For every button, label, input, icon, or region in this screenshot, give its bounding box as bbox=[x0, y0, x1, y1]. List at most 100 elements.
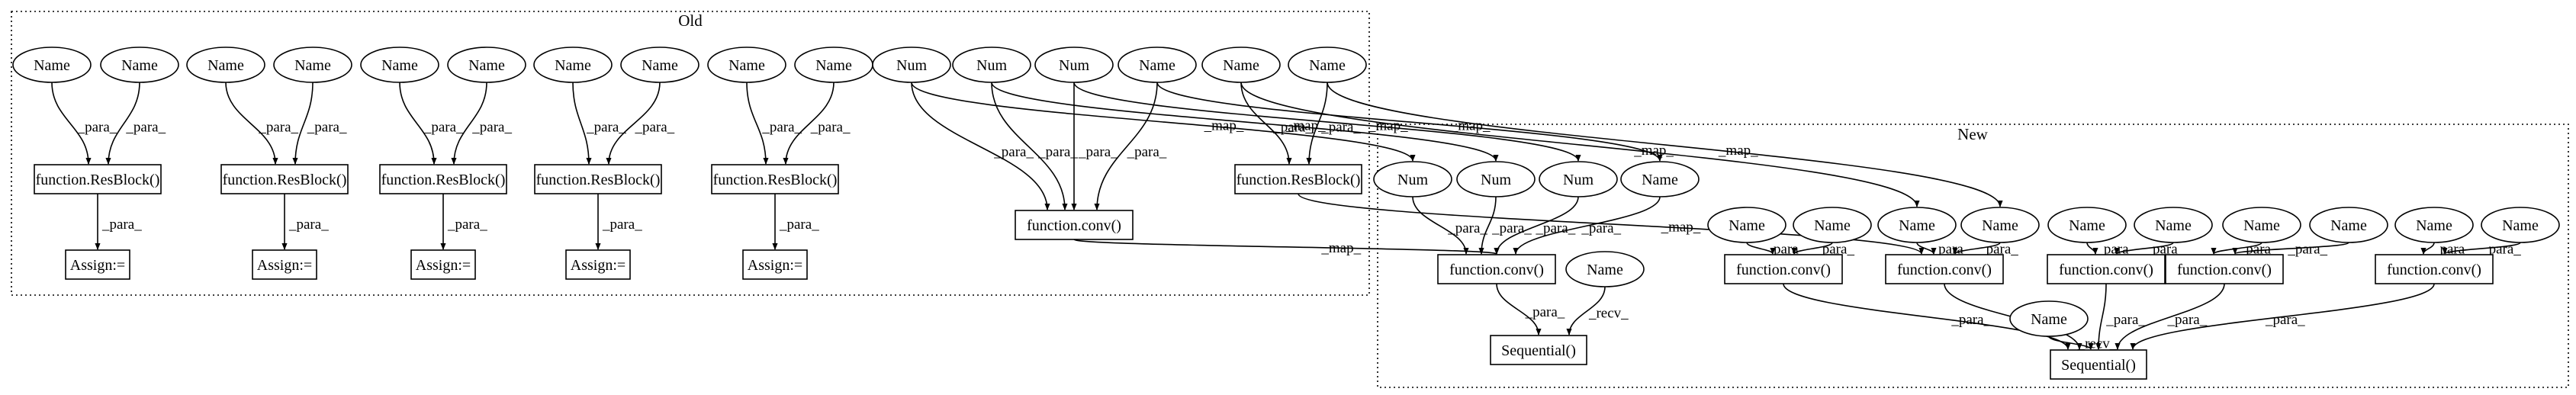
node-oR3: function.ResBlock() bbox=[379, 164, 507, 194]
node-nN2: Name bbox=[1707, 207, 1786, 243]
node-oNum1: Num bbox=[872, 47, 951, 83]
edge-label-para: _para_ bbox=[1078, 144, 1118, 160]
node-box bbox=[1234, 164, 1362, 194]
cluster-new-label: New bbox=[1957, 125, 1988, 143]
node-label: function.conv() bbox=[2387, 262, 2481, 278]
edge-oR3-oA3: _para_ bbox=[440, 194, 487, 250]
node-nConvF: function.conv() bbox=[2375, 254, 2494, 284]
node-oA5: Assign:= bbox=[742, 249, 808, 280]
edge-line bbox=[606, 82, 661, 165]
node-ellipse bbox=[1456, 161, 1536, 198]
edge-label-para: _para_ bbox=[471, 119, 512, 135]
edge-oN1-oR1: _para_ bbox=[51, 82, 117, 165]
node-label: function.ResBlock() bbox=[381, 172, 506, 188]
node-box bbox=[534, 164, 662, 194]
cluster-new: New bbox=[1377, 124, 2569, 388]
edge-line bbox=[1478, 196, 1497, 255]
edge-oN13-nN5: _map_ bbox=[1327, 82, 2003, 207]
node-nConvE: function.conv() bbox=[2165, 254, 2284, 284]
edge-label-para: _para_ bbox=[101, 217, 142, 233]
edge-label-para: _para_ bbox=[2265, 312, 2305, 328]
node-oN1: Name bbox=[12, 47, 92, 83]
node-oNum3: Num bbox=[1034, 47, 1114, 83]
node-label: Name bbox=[1139, 57, 1175, 74]
node-nN6: Name bbox=[2047, 207, 2127, 243]
edge-nConvF-nSeq2: _para_ bbox=[2130, 283, 2435, 350]
node-oConv: function.conv() bbox=[1015, 210, 1134, 240]
node-nNrecv2: Name bbox=[2009, 300, 2089, 337]
edge-label-para: _para_ bbox=[586, 119, 626, 135]
edge-line bbox=[1412, 196, 1469, 255]
node-label: Sequential() bbox=[2061, 357, 2136, 374]
node-label: Name bbox=[294, 57, 331, 74]
node-label: Name bbox=[121, 57, 158, 74]
edge-label-para: _para_ bbox=[125, 119, 166, 135]
edge-oN5-oR3: _para_ bbox=[399, 82, 464, 165]
node-nNum2: Num bbox=[1456, 161, 1536, 198]
node-label: Assign:= bbox=[257, 257, 312, 274]
edge-nN3-nConvB: _para_ bbox=[1791, 242, 1854, 258]
node-box bbox=[2165, 254, 2284, 284]
edge-oN4-oR2: _para_ bbox=[292, 82, 347, 165]
edge-label-para: _para_ bbox=[1447, 220, 1487, 236]
edge-label-map: _map_ bbox=[1285, 117, 1326, 133]
edge-label-para: _para_ bbox=[2287, 242, 2327, 258]
node-nN3: Name bbox=[1793, 207, 1872, 243]
edge-line bbox=[2130, 283, 2435, 350]
edge-line bbox=[51, 82, 92, 165]
node-label: Name bbox=[1899, 217, 1935, 234]
node-oA4: Assign:= bbox=[565, 249, 631, 280]
node-nN10: Name bbox=[2394, 207, 2474, 243]
edge-line bbox=[572, 82, 592, 165]
edge-line bbox=[1306, 82, 1328, 165]
edge-label-para: _para_ bbox=[2481, 242, 2521, 258]
edge-line bbox=[1494, 196, 1579, 255]
edge-label-para: _para_ bbox=[1037, 144, 1078, 160]
node-ellipse bbox=[1118, 47, 1197, 83]
node-label: Name bbox=[1814, 217, 1851, 234]
edge-oN3-oR2: _para_ bbox=[225, 82, 299, 165]
edge-label-para: _para_ bbox=[1127, 144, 1167, 160]
edge-line bbox=[1327, 82, 2003, 207]
node-ellipse bbox=[1620, 161, 1700, 198]
node-ellipse bbox=[1034, 47, 1114, 83]
node-label: Num bbox=[1481, 172, 1511, 188]
node-box bbox=[711, 164, 839, 194]
node-label: Sequential() bbox=[1501, 342, 1576, 359]
edge-oN10-oR5: _para_ bbox=[783, 82, 851, 165]
node-label: Name bbox=[642, 57, 678, 74]
edge-label-para: _para_ bbox=[307, 119, 347, 135]
edge-label-para: _para_ bbox=[1536, 220, 1576, 236]
node-box bbox=[1437, 254, 1556, 284]
node-box bbox=[1724, 254, 1843, 284]
node-ellipse bbox=[1373, 161, 1452, 198]
edge-label-para: _para_ bbox=[1978, 242, 2018, 258]
edge-line bbox=[1952, 242, 2001, 255]
node-ellipse bbox=[2047, 207, 2127, 243]
edge-line bbox=[1156, 82, 1663, 162]
edge-line bbox=[1566, 286, 1606, 336]
edge-line bbox=[2232, 242, 2349, 255]
edge-nNum1-nConvA: _para_ bbox=[1412, 196, 1487, 255]
node-ellipse bbox=[533, 47, 613, 83]
edge-oNum2-nNum2: _map_ bbox=[991, 82, 1499, 162]
node-ellipse bbox=[620, 47, 699, 83]
node-ellipse bbox=[447, 47, 526, 83]
edge-label-para: _para_ bbox=[288, 217, 329, 233]
edge-label-para: _para_ bbox=[77, 119, 117, 135]
edge-label-para: _para_ bbox=[2238, 242, 2279, 258]
node-label: function.ResBlock() bbox=[223, 172, 347, 188]
edge-line bbox=[991, 82, 1499, 162]
node-label: Name bbox=[2330, 217, 2367, 234]
edge-oN12-nN4: _map_ bbox=[1240, 82, 1920, 207]
node-nNum3: Num bbox=[1539, 161, 1618, 198]
node-ellipse bbox=[1960, 207, 2040, 243]
node-label: Name bbox=[2155, 217, 2192, 234]
node-ellipse bbox=[360, 47, 439, 83]
node-label: Name bbox=[815, 57, 852, 74]
node-nSeq2: Sequential() bbox=[2050, 349, 2147, 380]
node-box bbox=[1885, 254, 2004, 284]
node-box bbox=[65, 249, 130, 280]
node-label: Name bbox=[207, 57, 244, 74]
edge-label-map: _map_ bbox=[1718, 143, 1758, 159]
